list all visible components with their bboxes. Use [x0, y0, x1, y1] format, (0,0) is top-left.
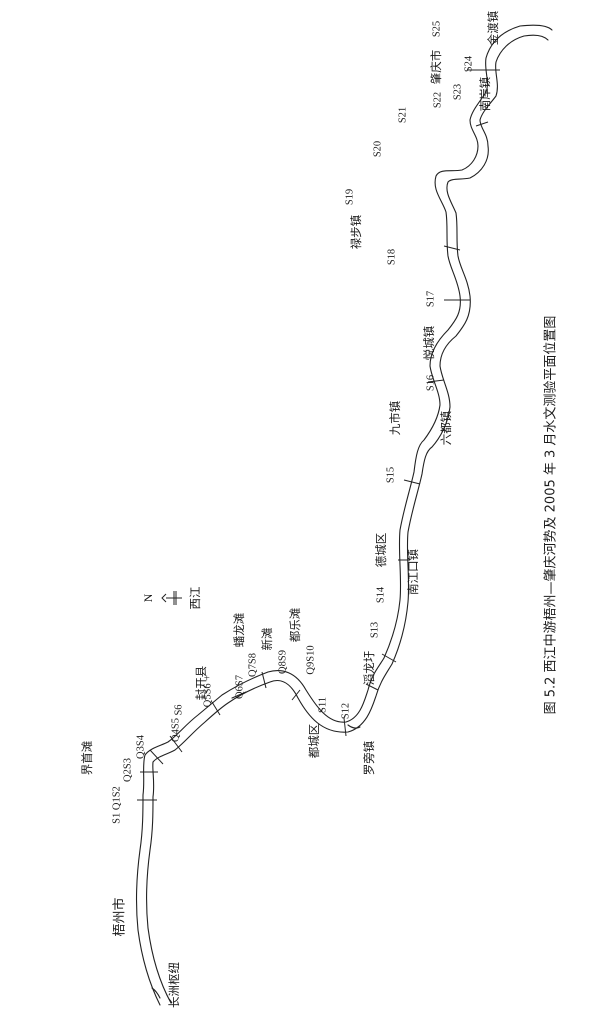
station-label: Q6S7: [234, 675, 245, 699]
station-label: S1 Q1S2: [111, 786, 122, 824]
station-tick: [403, 479, 421, 485]
station-labels: S1 Q1S2 Q2S3 Q3S4 Q4S5 S6 Q5S6 + Q6S7 Q7…: [111, 21, 474, 824]
river-island: [347, 724, 361, 729]
river-right-bank: [145, 34, 549, 1004]
station-label: S20: [372, 141, 383, 157]
place-wuzhou: 梧州市: [112, 897, 128, 936]
north-label: N: [141, 593, 155, 602]
river-island: [151, 987, 161, 999]
station-tick: [343, 717, 347, 737]
station-label: Q5S6 +: [202, 675, 213, 708]
river-island: [231, 691, 247, 699]
station-label: S25: [431, 21, 442, 37]
place-jindu: 金渡镇: [486, 10, 500, 45]
place-liudu: 六都镇: [439, 410, 453, 445]
north-arrow-icon: [161, 591, 182, 605]
river-name-label: 西江: [188, 586, 202, 609]
place-panlongtan: 蟠龙滩: [232, 613, 246, 648]
station-tick: [169, 735, 183, 753]
place-yuecheng: 悦城镇: [422, 325, 436, 360]
station-tick: [443, 245, 461, 251]
place-tianlongyu: 滔龙圩: [362, 650, 376, 685]
station-ticks: [137, 69, 500, 801]
station-label: S19: [344, 189, 355, 205]
river-left-bank: [135, 24, 553, 1006]
station-label: Q8S9: [277, 650, 288, 674]
place-jiushi: 九市镇: [388, 400, 402, 435]
station-tick: [211, 701, 221, 716]
place-lubu: 禄步镇: [349, 214, 363, 249]
station-label: Q7S8: [247, 653, 258, 677]
station-label: S13: [369, 622, 380, 638]
place-xintan: 新滩: [260, 628, 274, 651]
station-label: S23: [452, 84, 463, 100]
station-label: S14: [375, 586, 386, 603]
station-label: Q3S4: [135, 734, 146, 759]
station-label: Q4S5: [170, 718, 181, 742]
place-dulengtan: 都乐滩: [288, 608, 302, 643]
station-label: Q9S10: [305, 645, 316, 674]
station-label: S16: [425, 375, 436, 391]
place-fengkai: 封开县: [194, 666, 208, 701]
place-nanan: 南岸镇: [478, 76, 492, 111]
place-dechengqu: 德城区: [374, 533, 388, 568]
station-label: S15: [385, 467, 396, 483]
place-zhaoqing: 肇庆市: [429, 50, 443, 85]
station-label: S18: [386, 249, 397, 265]
station-label: S21: [397, 107, 408, 123]
place-changzhou: 长洲枢纽: [167, 962, 181, 1008]
place-jieshoutan: 界首滩: [80, 741, 94, 776]
station-label: Q2S3: [122, 758, 133, 782]
station-tick: [475, 121, 489, 127]
station-label: S11: [317, 697, 328, 713]
place-duchengqu: 都城区: [307, 724, 321, 759]
place-nanjiangkou: 南江口镇: [406, 549, 420, 595]
station-tick: [381, 653, 397, 663]
station-label: S22: [432, 92, 443, 108]
river-channel: [135, 24, 553, 1006]
place-labels: 长洲枢纽 梧州市 界首滩 封开县 蟠龙滩 新滩 都乐滩 都城区 罗旁镇 滔龙圩 …: [80, 10, 500, 1008]
place-luopangzhen: 罗旁镇: [362, 740, 376, 775]
station-tick: [427, 379, 445, 383]
station-label: S24: [463, 55, 474, 72]
station-tick: [365, 683, 379, 691]
station-label: S6: [173, 704, 184, 715]
station-label: S17: [425, 291, 436, 307]
station-label: S12: [340, 703, 351, 719]
station-tick: [291, 689, 301, 701]
figure-caption: 图 5.2 西江中游梧州—肇庆河势及 2005 年 3 月水文测验平面位置图: [543, 316, 559, 715]
station-tick: [261, 671, 267, 689]
station-tick: [149, 749, 164, 765]
